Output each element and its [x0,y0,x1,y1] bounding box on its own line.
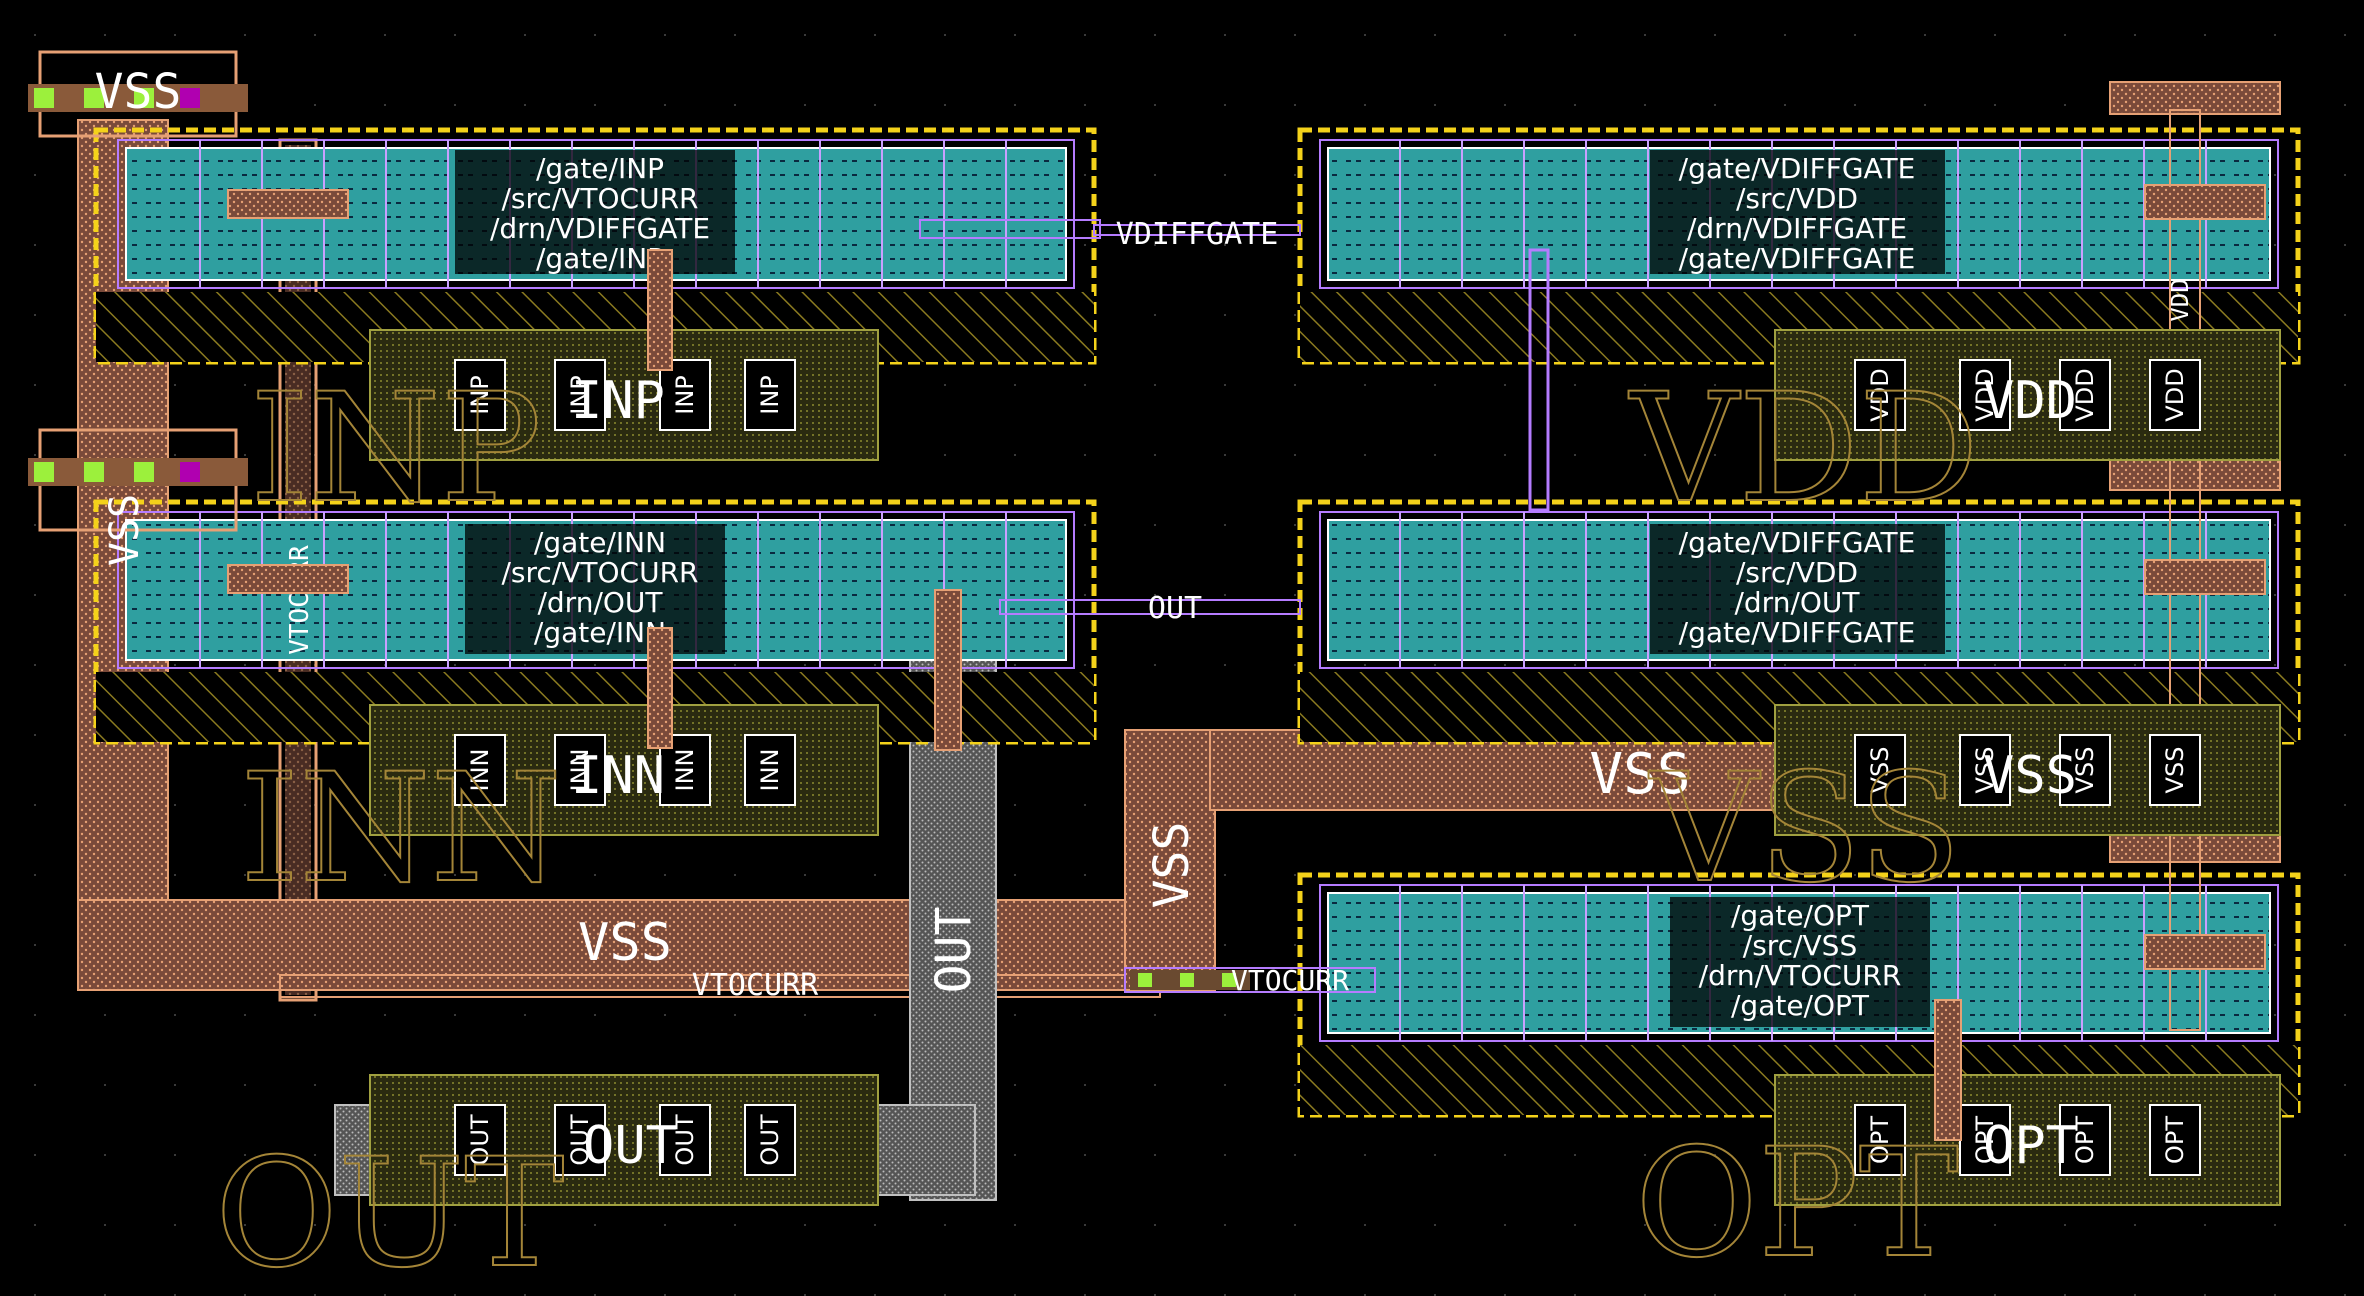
vtocurr-tail-net[interactable]: VTOCURR [1124,964,1376,997]
opt-pin-1: OPT [1866,1116,1894,1164]
ml-gate-bot: /gate/INN [534,616,666,649]
tl-src: /src/VTOCURR [502,182,699,215]
br-gate-top: /gate/OPT [1731,899,1870,932]
out-pin-4: OUT [756,1114,784,1165]
vss-bus-label: VSS [578,913,672,973]
vdd-pin-1: VDD [1866,368,1894,421]
vdiffgate-label: VDIFFGATE [1116,217,1279,252]
vdd-pin-4: VDD [2161,368,2189,421]
vss-cell-label: VSS [1983,746,2077,806]
out-pin-1: OUT [466,1114,494,1165]
br-drn: /drn/VTOCURR [1699,959,1902,992]
vss-cell[interactable]: VSS VSS VSS VSS VSS [1774,704,2281,836]
br-gate-bot: /gate/OPT [1731,989,1870,1022]
mr-gate-top: /gate/VDIFFGATE [1679,526,1916,559]
mr-drn: /drn/OUT [1734,586,1860,619]
vdd-pin-3: VDD [2071,368,2099,421]
out-vertical-label: OUT [926,907,982,994]
inn-pin-1: INN [466,749,494,792]
inp-cell-label: INP [571,371,665,431]
inp-pin-3: INP [671,375,699,415]
inn-pin-4: INN [756,749,784,792]
vdiffgate-net[interactable]: VDIFFGATE [919,217,1301,252]
vdd-cell-label: VDD [1983,371,2077,431]
inp-pin-1: INP [466,375,494,415]
mr-gate-bot: /gate/VDIFFGATE [1679,616,1916,649]
opt-cell-label: OPT [1983,1116,2077,1176]
out-pin-2: OUT [566,1114,594,1165]
vss-pin-mid-left[interactable]: VSS [28,428,248,566]
vss-vertical-label: VSS [1144,822,1200,909]
inn-pin-3: INN [671,749,699,792]
tl-drn: /drn/VDIFFGATE [490,212,710,245]
tl-gate-bot: /gate/INP [536,242,664,275]
ml-src: /src/VTOCURR [502,556,699,589]
out-pin-3: OUT [671,1114,699,1165]
vss-pin-4: VSS [2161,747,2189,794]
vdd-pin-2: VDD [1971,368,1999,421]
opt-pin-2: OPT [1971,1116,1999,1164]
nmos-top-left[interactable]: /gate/INP /src/VTOCURR /drn/VDIFFGATE /g… [93,127,1097,365]
ml-drn: /drn/OUT [537,586,663,619]
nmos-bot-right[interactable]: /gate/OPT /src/VSS /drn/VTOCURR /gate/OP… [1297,872,2301,1118]
vtocurr-wire-label: VTOCURR [692,968,819,1003]
inn-cell-label: INN [571,746,665,806]
ml-gate-top: /gate/INN [534,526,666,559]
vss-vertical-column[interactable]: VSS [1124,729,1216,991]
big-label-out: OUT [215,1127,564,1296]
vtocurr-tail-label: VTOCURR [1231,964,1349,997]
vdd-cell[interactable]: VDD VDD VDD VDD VDD [1774,329,2281,461]
big-label-vss: VSS [1648,742,1961,916]
big-outline-labels: INP INN OUT VDD VSS OPT [214,361,1980,1296]
big-label-opt: OPT [1635,1117,1959,1291]
inn-cell[interactable]: INN INN INN INN INN [369,704,879,836]
tr-drn: /drn/VDIFFGATE [1687,212,1907,245]
vss-pin-3: VSS [2071,747,2099,794]
opt-pin-4: OPT [2161,1116,2189,1164]
vss-pin-top-left[interactable]: VSS [28,50,248,138]
out-cell-label: OUT [583,1116,677,1176]
opt-cell[interactable]: OPT OPT OPT OPT OPT [1774,1074,2281,1206]
br-src: /src/VSS [1743,929,1857,962]
vss-bus-right-label: VSS [1589,742,1690,807]
via-columns [227,189,1962,1141]
vdiffgate-link [1528,248,1550,512]
opt-pin-3: OPT [2071,1116,2099,1164]
tl-gate-top: /gate/INP [536,152,664,185]
tr-src: /src/VDD [1736,182,1858,215]
vtocurr-vertical-label: VTOCURR [285,545,315,655]
tr-gate-top: /gate/VDIFFGATE [1679,152,1916,185]
inp-pin-4: INP [756,375,784,415]
vss-top-label: VSS [95,64,182,120]
big-label-inp: INP [250,362,541,536]
vss-pin-1: VSS [1866,747,1894,794]
vss-pin-2: VSS [1971,747,1999,794]
tr-gate-bot: /gate/VDIFFGATE [1679,242,1916,275]
out-net[interactable]: OUT [999,591,1301,626]
inp-cell[interactable]: INP INP INP INP INP [369,329,879,461]
out-net-label: OUT [1148,591,1202,626]
big-label-inn: INN [240,742,562,916]
inn-pin-2: INN [566,749,594,792]
inp-pin-2: INP [566,375,594,415]
mr-src: /src/VDD [1736,556,1858,589]
vss-mid-label: VSS [102,494,148,566]
big-label-vdd: VDD [1628,362,1979,536]
pmos-top-right[interactable]: /gate/VDIFFGATE /src/VDD /drn/VDIFFGATE … [1297,127,2301,365]
out-cell[interactable]: OUT OUT OUT OUT OUT [369,1074,879,1206]
